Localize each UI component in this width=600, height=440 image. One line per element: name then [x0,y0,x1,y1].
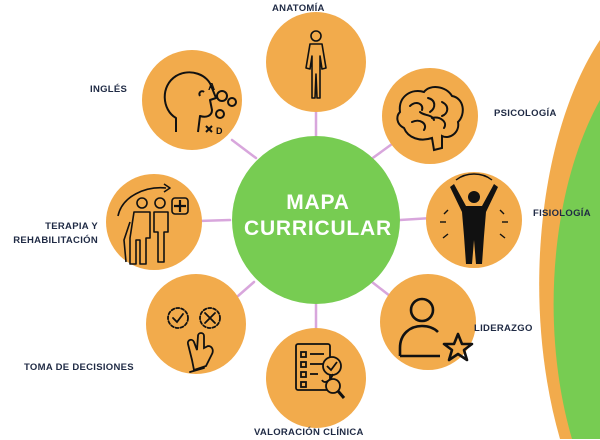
assisted-walking-icon [117,183,189,265]
label-terapia-line2: REHABILITACIÓN [13,235,98,246]
node-decisiones[interactable] [146,274,246,374]
node-psicologia[interactable] [382,68,478,164]
center-title: MAPA CURRICULAR [232,190,404,242]
node-valoracion[interactable] [266,328,366,428]
node-fisiologia[interactable] [426,172,522,268]
center-title-line2: CURRICULAR [244,217,392,240]
speaking-head-icon: A D [163,71,237,136]
label-fisiologia: FISIOLOGÍA [533,208,591,219]
hand-choice-icon [167,307,221,373]
label-terapia-line1: TERAPIA Y [45,221,98,232]
node-liderazgo[interactable] [380,274,476,370]
label-anatomia: ANATOMÍA [272,3,325,14]
checklist-magnifier-icon [295,343,346,399]
label-decisiones: TOMA DE DECISIONES [24,362,134,373]
label-terapia: TERAPIA Y REHABILITACIÓN [2,220,98,248]
center-circle [232,136,400,304]
connector-terapia [196,218,232,223]
connector-ingles [230,138,258,160]
brain-icon [396,86,464,152]
human-body-icon [305,30,327,99]
node-terapia[interactable] [106,174,202,270]
svg-text:D: D [216,126,223,136]
node-ingles[interactable]: A D [142,50,242,150]
label-psicologia: PSICOLOGÍA [494,108,557,119]
connector-decisiones [236,280,256,298]
node-anatomia[interactable] [266,12,366,112]
connector-liderazgo [370,280,392,298]
center-title-line1: MAPA [286,191,350,214]
svg-text:A: A [208,82,215,93]
person-star-icon [398,297,474,362]
decorative-green-arc [553,100,600,439]
person-arms-raised-icon [440,173,508,264]
connector-psicologia [368,142,394,162]
label-liderazgo: LIDERAZGO [474,323,533,334]
label-ingles: INGLÉS [90,84,128,95]
label-valoracion: VALORACIÓN CLÍNICA [254,427,364,438]
